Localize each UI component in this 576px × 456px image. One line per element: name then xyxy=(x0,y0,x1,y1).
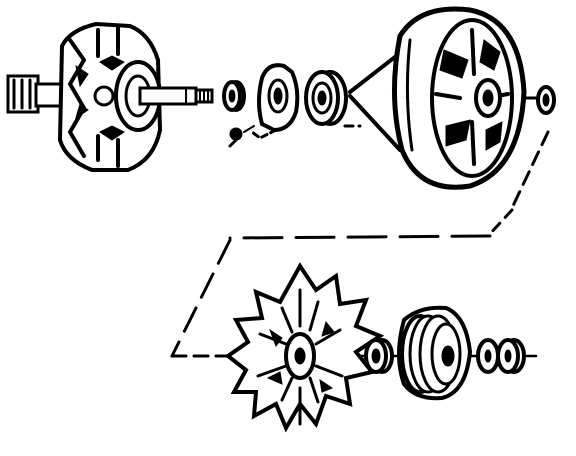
fan xyxy=(224,262,385,433)
collar xyxy=(364,338,394,374)
rotor-assembly xyxy=(6,21,214,172)
spacer-collar xyxy=(222,80,246,112)
bearing xyxy=(304,70,348,126)
spacer-ring xyxy=(536,85,556,115)
pulley xyxy=(397,305,473,401)
drive-end-frame xyxy=(348,6,527,190)
nut xyxy=(496,338,526,374)
lock-washer xyxy=(476,338,500,374)
retainer-plate xyxy=(228,63,300,148)
